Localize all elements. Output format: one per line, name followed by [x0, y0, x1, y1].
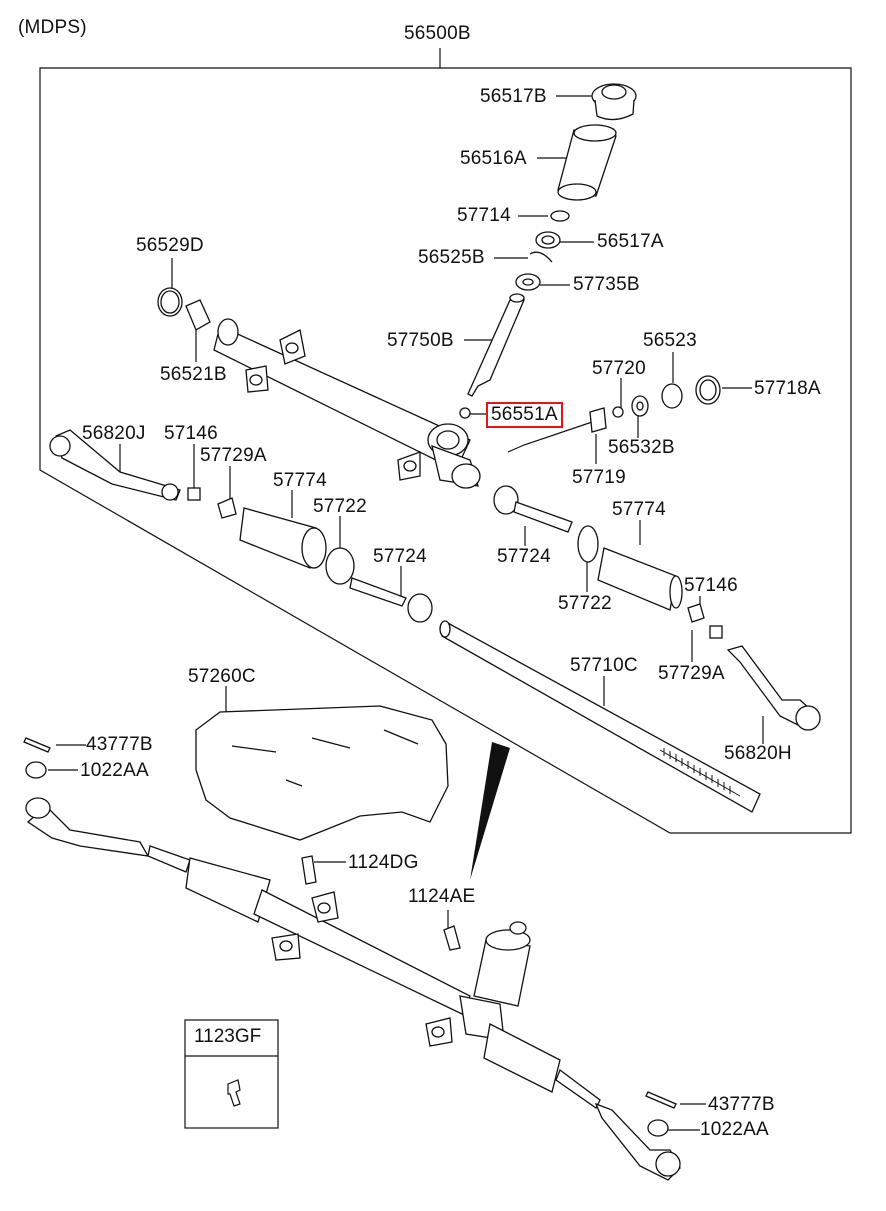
part-label-1124DG: 1124DG: [348, 852, 419, 873]
part-label-56523: 56523: [643, 330, 697, 351]
part-label-57774-right: 57774: [612, 499, 666, 520]
assembly-part-label: 56500B: [404, 23, 471, 44]
part-label-56529D: 56529D: [136, 235, 204, 256]
lower-rack-housing: [253, 889, 471, 1015]
part-label-57729A-right: 57729A: [658, 663, 725, 684]
variant-label: (MDPS): [18, 17, 87, 38]
part-label-57724-right: 57724: [497, 546, 551, 567]
part-label-56516A: 56516A: [460, 148, 527, 169]
boot-left: [239, 507, 317, 569]
part-label-56517A: 56517A: [597, 231, 664, 252]
part-label-57724-left: 57724: [373, 546, 427, 567]
part-label-57729A-left: 57729A: [200, 445, 267, 466]
assembly-frame: [39, 67, 852, 834]
lower-boot-right: [483, 1023, 561, 1093]
lower-boot-left: [185, 857, 271, 923]
part-label-56521B: 56521B: [160, 364, 227, 385]
callout-box-label: 1123GF: [194, 1026, 262, 1047]
part-label-56820J: 56820J: [82, 423, 146, 444]
part-label-57722-left: 57722: [313, 496, 367, 517]
part-label-43777B-left: 43777B: [86, 734, 153, 755]
part-label-57260C: 57260C: [188, 666, 256, 687]
part-label-57710C: 57710C: [570, 655, 638, 676]
part-label-56517B: 56517B: [480, 86, 547, 107]
bolt-icon: [227, 1079, 241, 1107]
part-label-43777B-right: 43777B: [708, 1094, 775, 1115]
pinion-shaft: [467, 299, 525, 397]
part-label-57774-left: 57774: [273, 470, 327, 491]
part-label-57146-left: 57146: [164, 423, 218, 444]
part-label-56820H: 56820H: [724, 743, 792, 764]
part-label-57735B: 57735B: [573, 274, 640, 295]
part-label-57719: 57719: [572, 467, 626, 488]
part-label-57714: 57714: [457, 205, 511, 226]
part-label-57146-right: 57146: [684, 575, 738, 596]
callout-box: [184, 1019, 279, 1129]
boot-right: [597, 547, 677, 611]
part-label-57722-right: 57722: [558, 593, 612, 614]
part-label-57718A: 57718A: [754, 378, 821, 399]
part-label-56525B: 56525B: [418, 247, 485, 268]
part-label-56551A-highlighted: 56551A: [486, 402, 563, 428]
part-label-57750B: 57750B: [387, 330, 454, 351]
part-label-1022AA-right: 1022AA: [700, 1119, 769, 1140]
heat-shield: [195, 705, 449, 841]
part-label-1022AA-left: 1022AA: [80, 760, 149, 781]
part-label-57720: 57720: [592, 358, 646, 379]
part-label-56532B: 56532B: [608, 437, 675, 458]
part-label-1124AE: 1124AE: [408, 886, 476, 907]
